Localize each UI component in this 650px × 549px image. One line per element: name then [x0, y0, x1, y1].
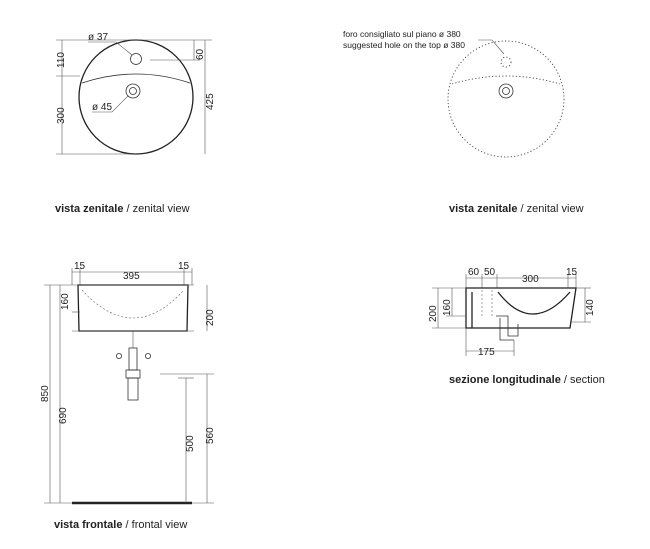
siphon-pipe	[128, 347, 138, 371]
suggested-hole-outline	[447, 40, 565, 158]
dim-15-right: 15	[178, 261, 190, 272]
zenital-view-left: ø 37 ø 45 110 300 60 425 vista zenitale …	[55, 32, 216, 215]
basin-rim-line	[81, 73, 191, 84]
drain-inner	[129, 87, 137, 95]
tap-hole-dotted	[500, 56, 512, 68]
dim-160: 160	[60, 293, 71, 310]
drain-outer	[498, 83, 514, 99]
section-view: 60 50 300 15 200 160 140 175 sezione lon…	[428, 267, 605, 386]
dim-300: 300	[522, 274, 539, 285]
dim-15: 15	[566, 267, 578, 278]
caption-frontal: vista frontale / frontal view	[54, 519, 187, 531]
leader-suggested-hole	[478, 39, 505, 55]
section-outline	[465, 287, 577, 329]
note-en: suggested hole on the top ø 380	[343, 40, 465, 50]
dim-395: 395	[123, 271, 140, 282]
fixing-right	[144, 352, 151, 359]
dim-200: 200	[428, 305, 439, 322]
dim-850: 850	[40, 385, 51, 402]
fixing-left	[116, 352, 123, 359]
drain-outer	[125, 83, 141, 99]
dim-160: 160	[442, 299, 453, 316]
dim-690: 690	[58, 407, 69, 424]
dim-110: 110	[56, 52, 67, 68]
leader-drain	[92, 95, 129, 113]
section-drain	[496, 315, 519, 337]
dim-60: 60	[468, 267, 480, 278]
dim-50: 50	[484, 267, 496, 278]
caption-zenital-right: vista zenitale / zenital view	[449, 203, 584, 215]
dim-140: 140	[585, 299, 596, 316]
dim-15-left: 15	[74, 261, 86, 272]
dim-200: 200	[205, 309, 216, 326]
dim-425: 425	[205, 93, 216, 110]
drain-inner	[502, 87, 510, 95]
note-it: foro consigliato sul piano ø 380	[343, 29, 461, 39]
siphon-body	[127, 377, 139, 401]
caption-zenital-left: vista zenitale / zenital view	[55, 203, 190, 215]
siphon-nut	[125, 369, 141, 379]
zenital-view-right: foro consigliato sul piano ø 380 suggest…	[343, 29, 584, 215]
dim-175: 175	[478, 347, 495, 358]
section-bowl	[497, 291, 571, 315]
label-hole-drain: ø 45	[92, 102, 112, 113]
dim-300: 300	[56, 107, 67, 124]
leader-small-hole	[88, 41, 133, 56]
dim-500: 500	[185, 435, 196, 452]
frontal-view: 15 395 15 160 850 690 200 5	[40, 261, 216, 531]
rim-dotted-line	[451, 75, 561, 85]
dim-60: 60	[195, 48, 206, 60]
basin-bowl-hidden	[81, 289, 185, 319]
basin-body	[77, 284, 189, 332]
caption-section: sezione longitudinale / section	[449, 374, 605, 386]
dim-560: 560	[205, 427, 216, 444]
label-hole-small: ø 37	[88, 32, 108, 43]
tap-hole	[130, 53, 142, 65]
